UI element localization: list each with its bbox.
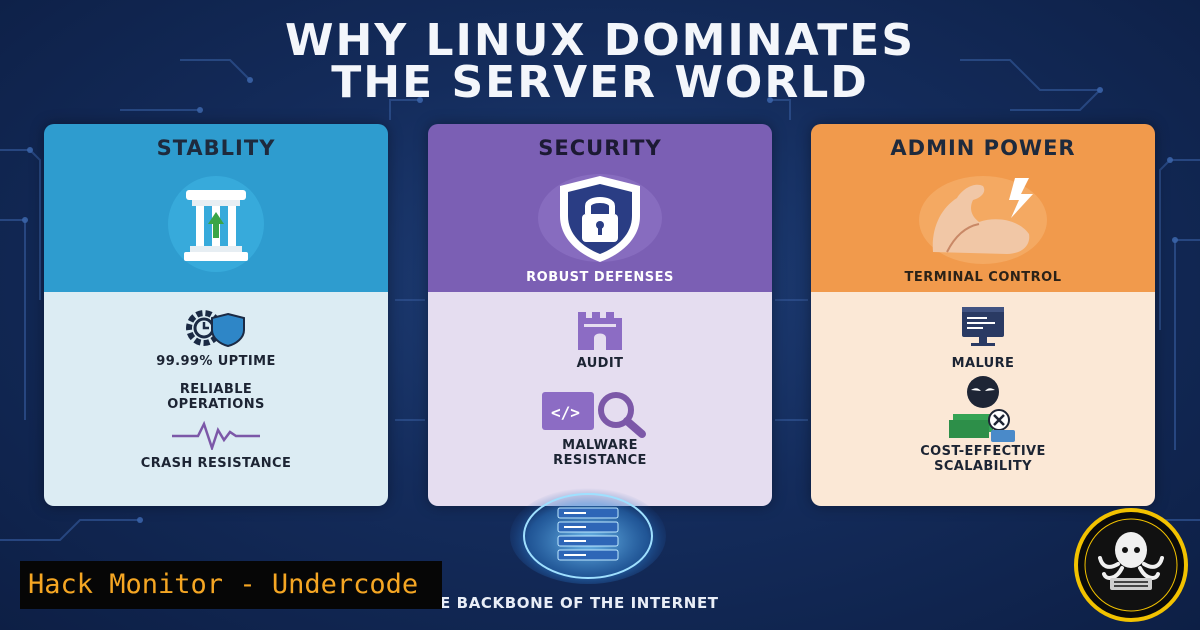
svg-text:</>: </> (551, 403, 580, 422)
security-card-subtitle: ROBUST DEFENSES (526, 270, 674, 285)
castle-tower-icon (578, 312, 622, 350)
shield-lock-icon (538, 174, 662, 262)
stability-card-title: STABLITY (156, 136, 276, 160)
hacker-money-icon (949, 376, 1015, 442)
admin-card-body: MALURE COST-EFFECTIVE SCALABILITY (811, 292, 1155, 506)
heartbeat-icon (172, 420, 260, 450)
admin-power-card: ADMIN POWER TERMINAL CONTROL MALURE (811, 124, 1155, 506)
stability-card-body: 99.99% UPTIME RELIABLE OPERATIONS CRASH … (44, 292, 388, 506)
stability-card-header: STABLITY (44, 124, 388, 292)
footer-tagline: E BACKBONE OF THE INTERNET (440, 594, 719, 612)
feature-uptime: 99.99% UPTIME (156, 354, 276, 369)
pillar-icon (168, 176, 264, 272)
server-rack-icon (510, 488, 666, 584)
flexed-arm-icon (919, 176, 1047, 264)
stability-card: STABLITY 99.99% UPTIME RELIABLE OPERATIO… (44, 124, 388, 506)
feature-reliable-operations: RELIABLE OPERATIONS (167, 382, 265, 412)
undercode-octopus-logo (1074, 508, 1188, 622)
admin-card-subtitle: TERMINAL CONTROL (904, 270, 1062, 285)
page-title-line2: THE SERVER WORLD (331, 57, 869, 108)
admin-card-header: ADMIN POWER TERMINAL CONTROL (811, 124, 1155, 292)
brand-banner: Hack Monitor - Undercode (20, 561, 442, 609)
security-card: SECURITY ROBUST DEFENSES AUDIT </> MALWA… (428, 124, 772, 506)
security-card-title: SECURITY (538, 136, 662, 160)
page-title-line1: WHY LINUX DOMINATES (284, 15, 916, 66)
gear-shield-icon (186, 310, 245, 348)
feature-cost-effective-scalability: COST-EFFECTIVE SCALABILITY (920, 444, 1046, 474)
feature-audit: AUDIT (576, 356, 624, 371)
feature-crash-resistance: CRASH RESISTANCE (140, 456, 292, 471)
feature-malure: MALURE (951, 356, 1015, 371)
security-card-body: AUDIT </> MALWARE RESISTANCE (428, 292, 772, 506)
feature-malware-resistance: MALWARE RESISTANCE (553, 438, 647, 468)
security-card-header: SECURITY ROBUST DEFENSES (428, 124, 772, 292)
terminal-window-icon (962, 307, 1004, 346)
admin-card-title: ADMIN POWER (890, 136, 1076, 160)
code-magnifier-icon: </> (542, 392, 646, 438)
